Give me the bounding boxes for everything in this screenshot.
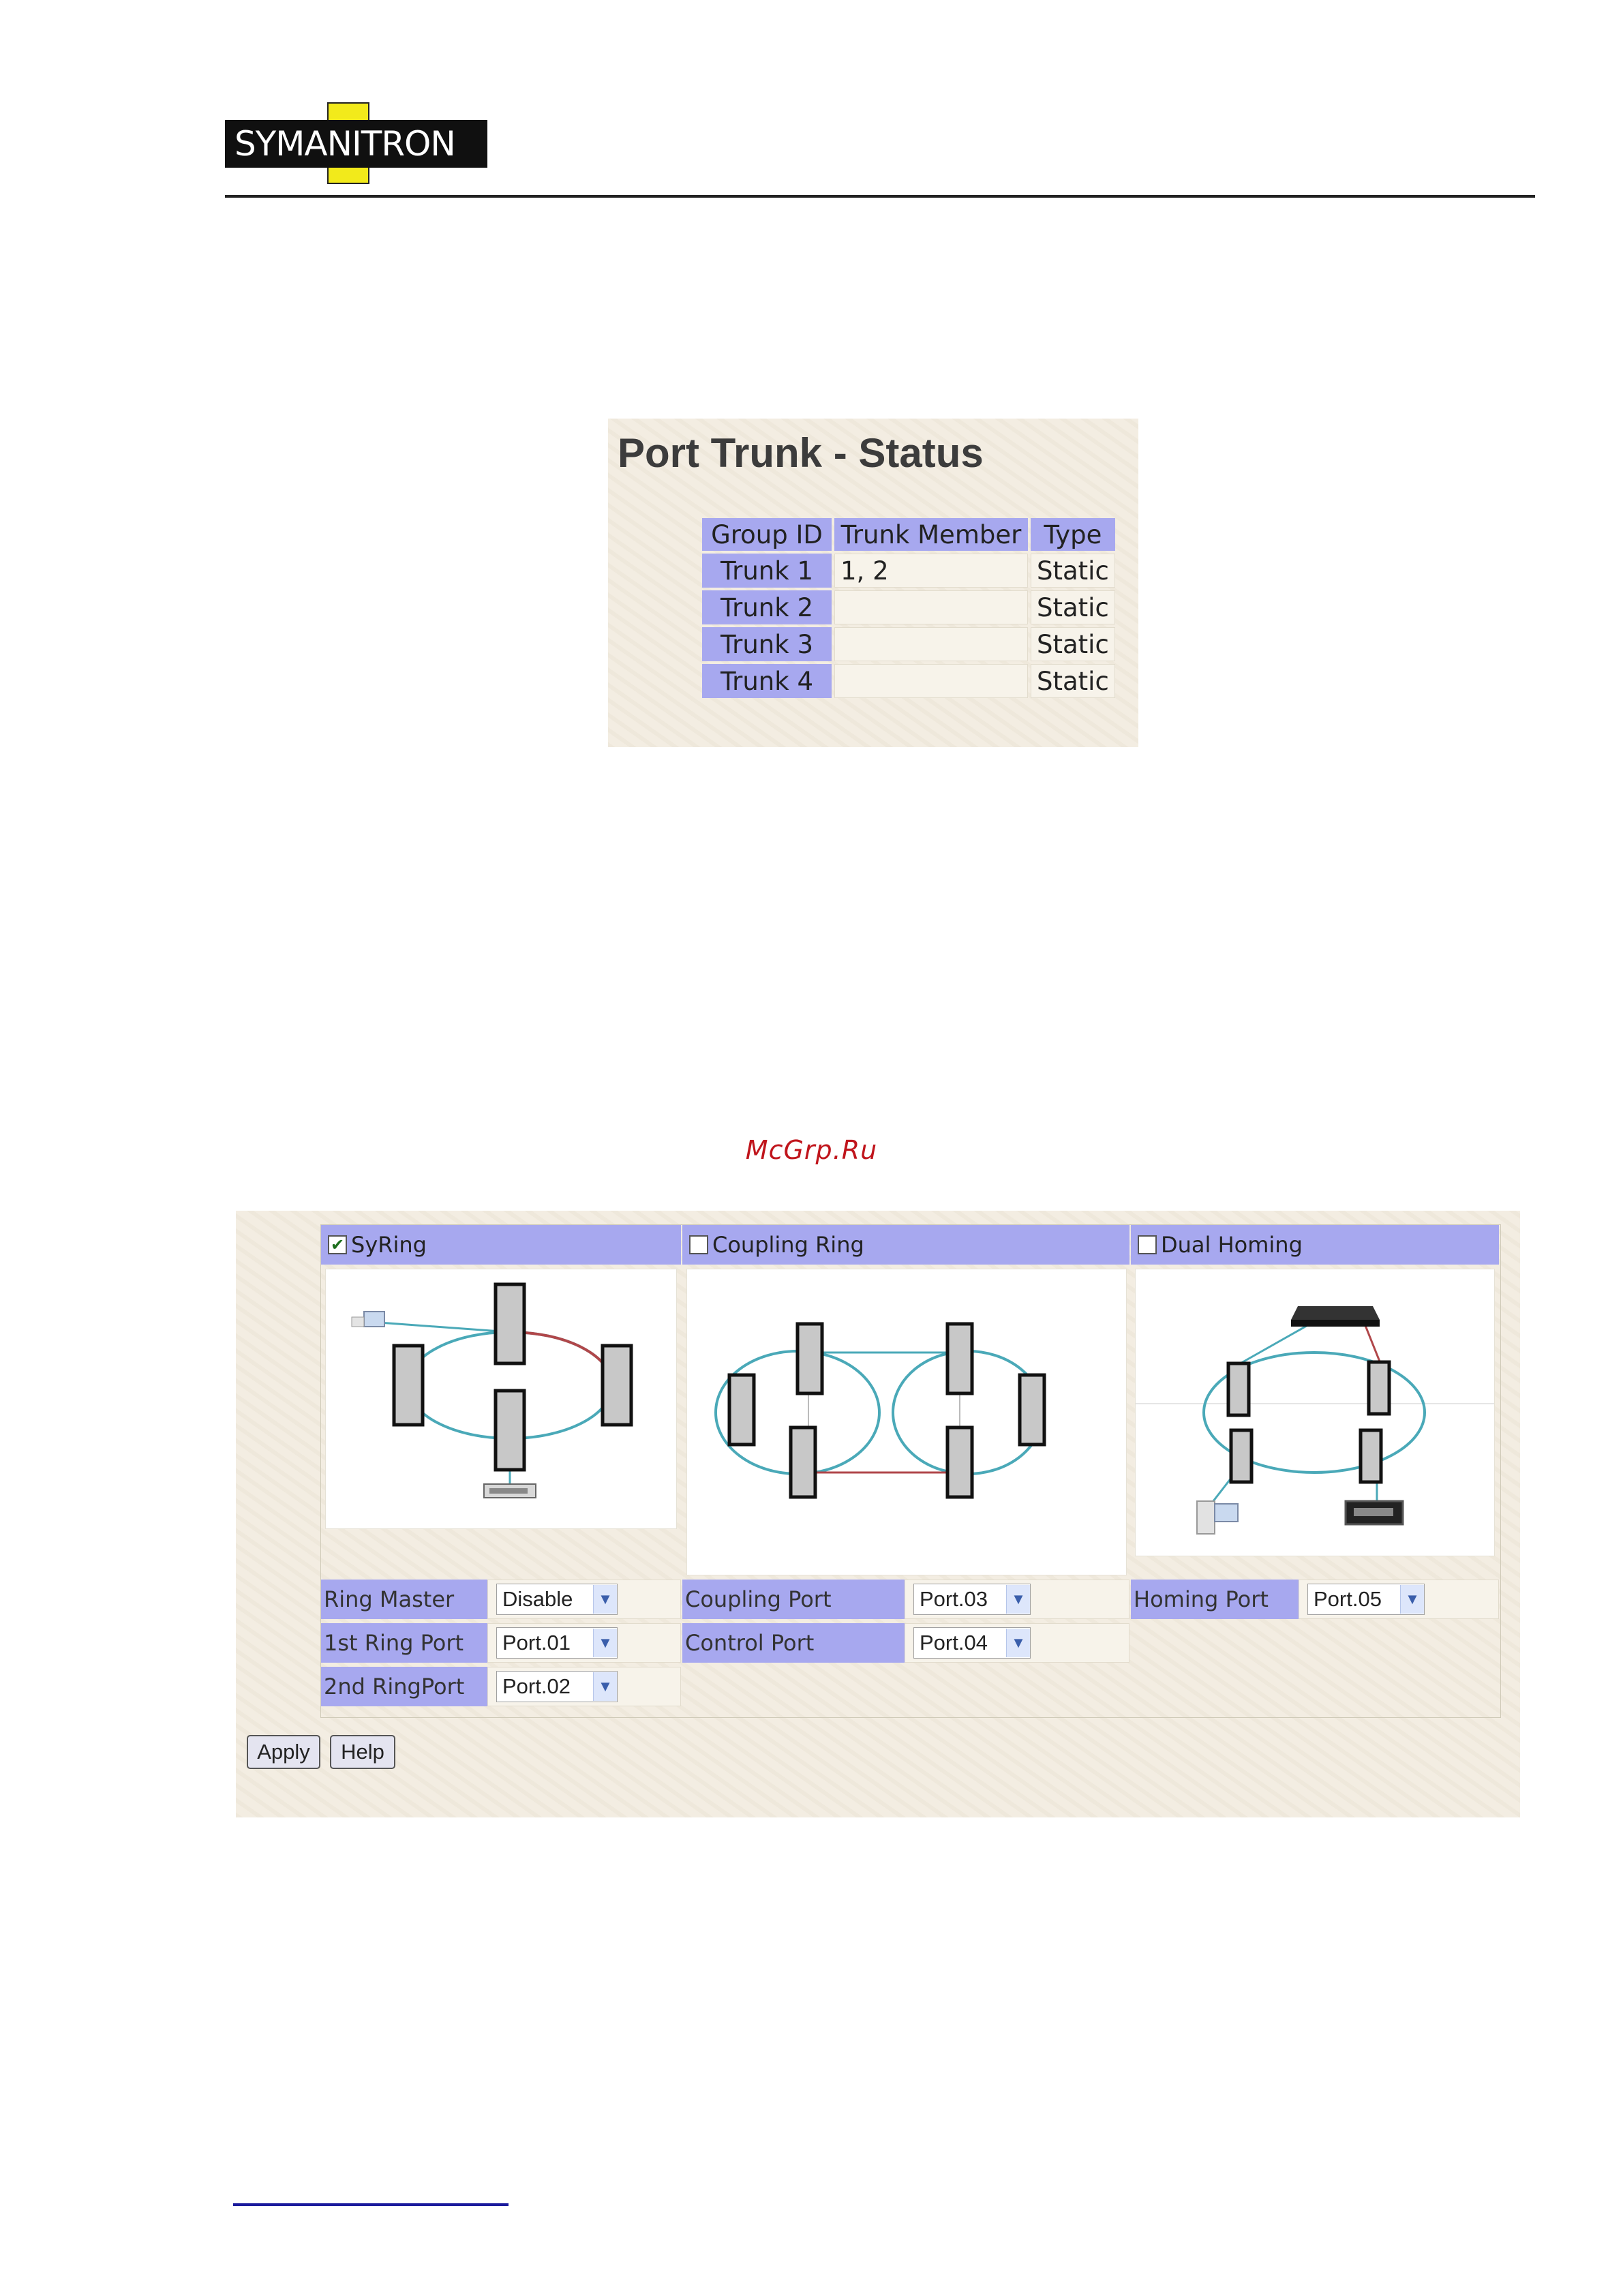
trunk-status-table: Group ID Trunk Member Type Trunk 1 1, 2 …: [699, 515, 1118, 701]
chevron-down-icon[interactable]: ▼: [1400, 1585, 1424, 1614]
column-header-group-id: Group ID: [702, 518, 832, 551]
chevron-down-icon[interactable]: ▼: [593, 1585, 617, 1614]
coupling-ring-column: Coupling Ring: [682, 1225, 1129, 1717]
header-divider: [225, 195, 1535, 198]
coupling-port-label: Coupling Port: [682, 1580, 905, 1619]
dual-homing-label: Dual Homing: [1161, 1232, 1303, 1258]
ring-master-row: Ring Master Disable ▼: [321, 1580, 681, 1619]
checkbox-icon[interactable]: [689, 1235, 708, 1254]
watermark: McGrp.Ru: [745, 1135, 878, 1165]
column-header-type: Type: [1031, 518, 1115, 551]
pc-icon: [351, 1311, 385, 1327]
chevron-down-icon[interactable]: ▼: [1006, 1629, 1030, 1657]
type-cell: Static: [1031, 554, 1115, 588]
table-row: Trunk 4 Static: [702, 664, 1115, 698]
first-ring-port-select[interactable]: Port.01 ▼: [496, 1627, 618, 1659]
trunk-member-cell: 1, 2: [834, 554, 1028, 588]
page-title: Port Trunk - Status: [618, 430, 984, 476]
coupling-port-cell: Port.03 ▼: [905, 1580, 1129, 1619]
trunk-member-cell: [834, 627, 1028, 661]
control-port-value: Port.04: [920, 1631, 988, 1655]
coupling-port-value: Port.03: [920, 1587, 988, 1611]
port-trunk-status-panel: Port Trunk - Status Group ID Trunk Membe…: [608, 419, 1138, 747]
second-ring-port-select[interactable]: Port.02 ▼: [496, 1671, 618, 1702]
group-id-cell: Trunk 3: [702, 627, 832, 661]
hub-icon: [1344, 1500, 1404, 1526]
syring-header: ✔ SyRing: [321, 1225, 681, 1265]
syring-column: ✔ SyRing: [321, 1225, 681, 1717]
type-cell: Static: [1031, 664, 1115, 698]
table-row: Trunk 3 Static: [702, 627, 1115, 661]
table-row: Trunk 2 Static: [702, 590, 1115, 624]
dual-homing-header: Dual Homing: [1131, 1225, 1499, 1265]
control-port-row: Control Port Port.04 ▼: [682, 1623, 1129, 1663]
coupling-ring-header: Coupling Ring: [682, 1225, 1129, 1265]
ring-config-panel: ✔ SyRing: [236, 1211, 1520, 1817]
syring-diagram: [325, 1269, 677, 1529]
homing-port-label: Homing Port: [1131, 1580, 1299, 1619]
coupling-ring-diagram: [686, 1269, 1127, 1575]
type-cell: Static: [1031, 627, 1115, 661]
column-header-trunk-member: Trunk Member: [834, 518, 1028, 551]
first-ring-port-value: Port.01: [502, 1631, 571, 1655]
control-port-cell: Port.04 ▼: [905, 1623, 1129, 1663]
coupling-port-select[interactable]: Port.03 ▼: [913, 1584, 1031, 1615]
group-id-cell: Trunk 1: [702, 554, 832, 588]
logo-text: SYMANITRON: [225, 120, 487, 168]
trunk-member-cell: [834, 590, 1028, 624]
checkbox-checked-icon[interactable]: ✔: [328, 1235, 347, 1254]
trunk-member-cell: [834, 664, 1028, 698]
chevron-down-icon[interactable]: ▼: [593, 1672, 617, 1701]
footer-link-underline[interactable]: [233, 2203, 509, 2206]
group-id-cell: Trunk 2: [702, 590, 832, 624]
second-ring-port-value: Port.02: [502, 1674, 571, 1698]
apply-button[interactable]: Apply: [247, 1735, 320, 1769]
hub-icon: [483, 1483, 536, 1498]
homing-port-select[interactable]: Port.05 ▼: [1307, 1584, 1425, 1615]
homing-port-value: Port.05: [1314, 1587, 1382, 1611]
control-port-select[interactable]: Port.04 ▼: [913, 1627, 1031, 1659]
syring-label: SyRing: [351, 1232, 427, 1258]
coupling-ring-label: Coupling Ring: [712, 1232, 864, 1258]
first-ring-port-cell: Port.01 ▼: [487, 1623, 681, 1663]
ring-master-label: Ring Master: [321, 1580, 487, 1619]
help-button[interactable]: Help: [330, 1735, 395, 1769]
pc-icon: [1196, 1500, 1239, 1535]
dual-homing-column: Dual Homing: [1131, 1225, 1499, 1717]
switch-icon: [1291, 1306, 1380, 1327]
type-cell: Static: [1031, 590, 1115, 624]
ring-config-grid: ✔ SyRing: [320, 1224, 1501, 1718]
control-port-label: Control Port: [682, 1623, 905, 1663]
chevron-down-icon[interactable]: ▼: [1006, 1585, 1030, 1614]
group-id-cell: Trunk 4: [702, 664, 832, 698]
second-ring-port-row: 2nd RingPort Port.02 ▼: [321, 1667, 681, 1706]
second-ring-port-label: 2nd RingPort: [321, 1667, 487, 1706]
chevron-down-icon[interactable]: ▼: [593, 1629, 617, 1657]
homing-port-cell: Port.05 ▼: [1299, 1580, 1499, 1619]
symanitron-logo: SYMANITRON: [225, 102, 487, 184]
checkbox-icon[interactable]: [1138, 1235, 1157, 1254]
first-ring-port-row: 1st Ring Port Port.01 ▼: [321, 1623, 681, 1663]
ring-master-select[interactable]: Disable ▼: [496, 1584, 618, 1615]
ring-master-cell: Disable ▼: [487, 1580, 681, 1619]
table-row: Trunk 1 1, 2 Static: [702, 554, 1115, 588]
homing-port-row: Homing Port Port.05 ▼: [1131, 1580, 1499, 1619]
ring-master-value: Disable: [502, 1587, 573, 1611]
second-ring-port-cell: Port.02 ▼: [487, 1667, 681, 1706]
dual-homing-diagram: [1135, 1269, 1495, 1556]
first-ring-port-label: 1st Ring Port: [321, 1623, 487, 1663]
coupling-port-row: Coupling Port Port.03 ▼: [682, 1580, 1129, 1619]
table-header-row: Group ID Trunk Member Type: [702, 518, 1115, 551]
